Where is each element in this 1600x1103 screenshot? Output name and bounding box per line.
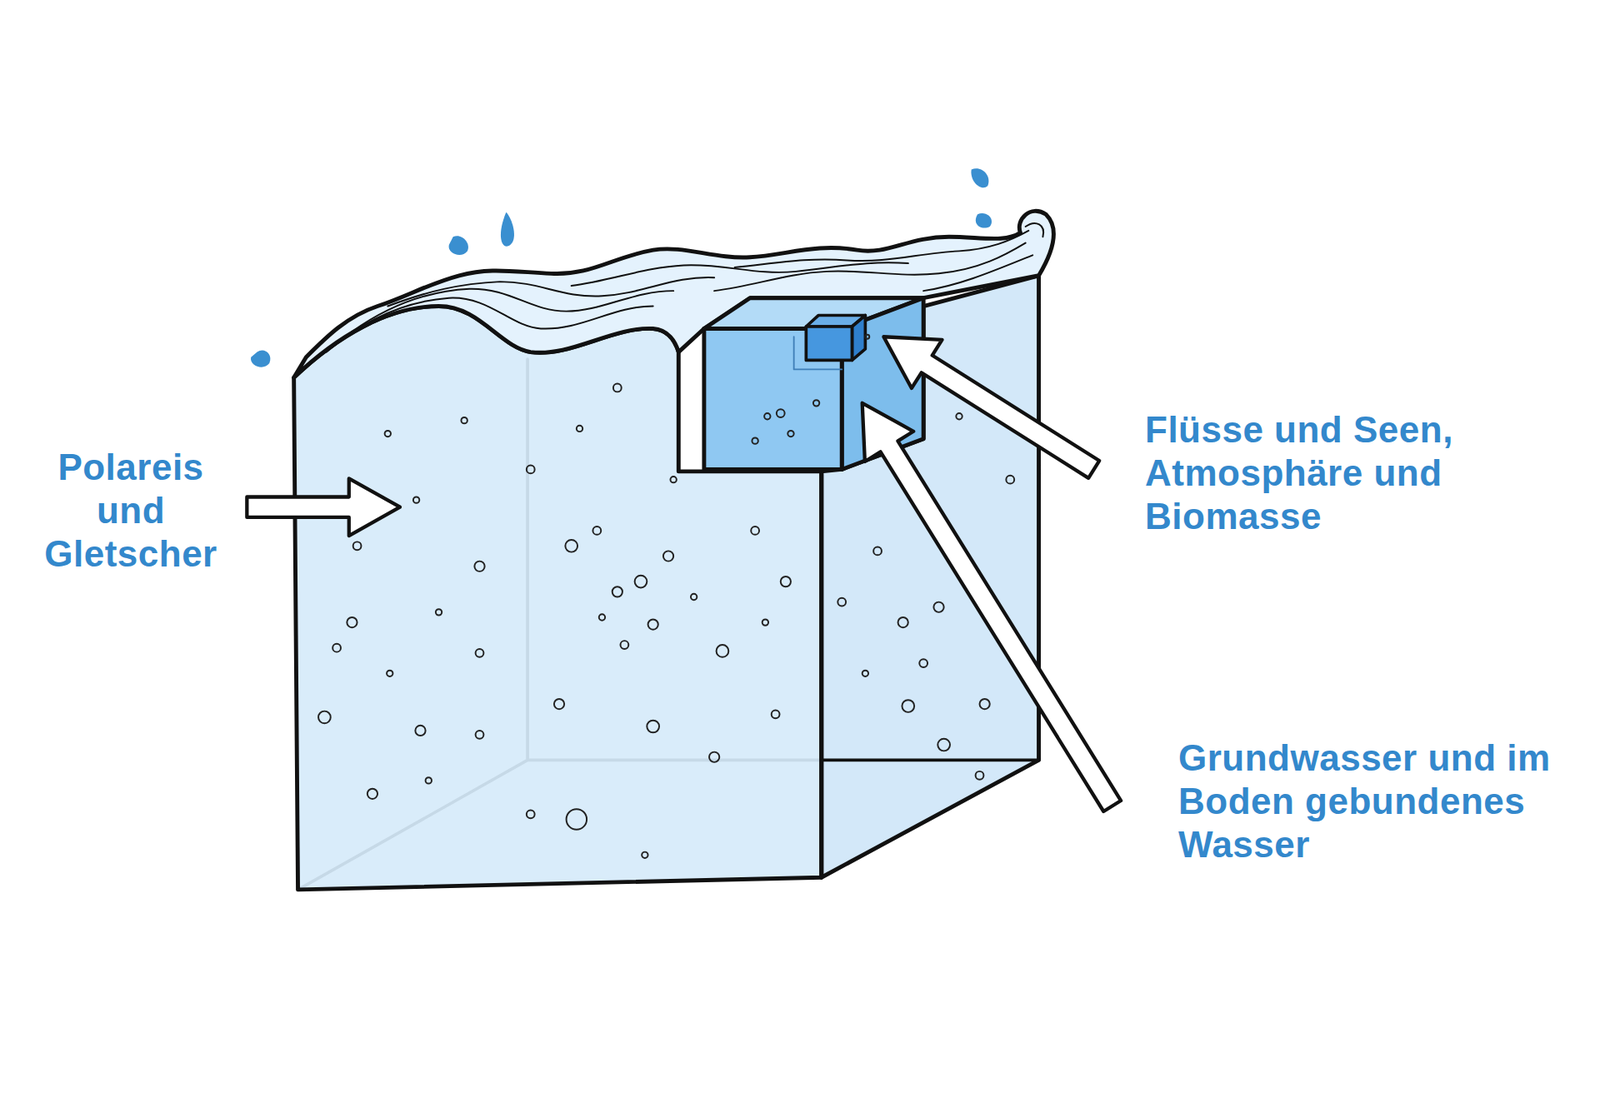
small-cube-right [851,315,865,361]
callout-label: Flüsse und Seen, Atmosphäre und Biomasse [1145,408,1529,539]
wave-lines [326,223,1044,353]
cube-front-edge [819,471,824,878]
callout-label: Polareis und Gletscher [44,445,217,576]
water-surface [294,210,1055,378]
water-drops [250,168,992,367]
callout-label: Grundwasser und im Boden gebundenes Wass… [1178,736,1562,867]
bubbles [318,335,1015,859]
pointer-arrows [246,336,1121,812]
small-cube-front [805,326,852,360]
